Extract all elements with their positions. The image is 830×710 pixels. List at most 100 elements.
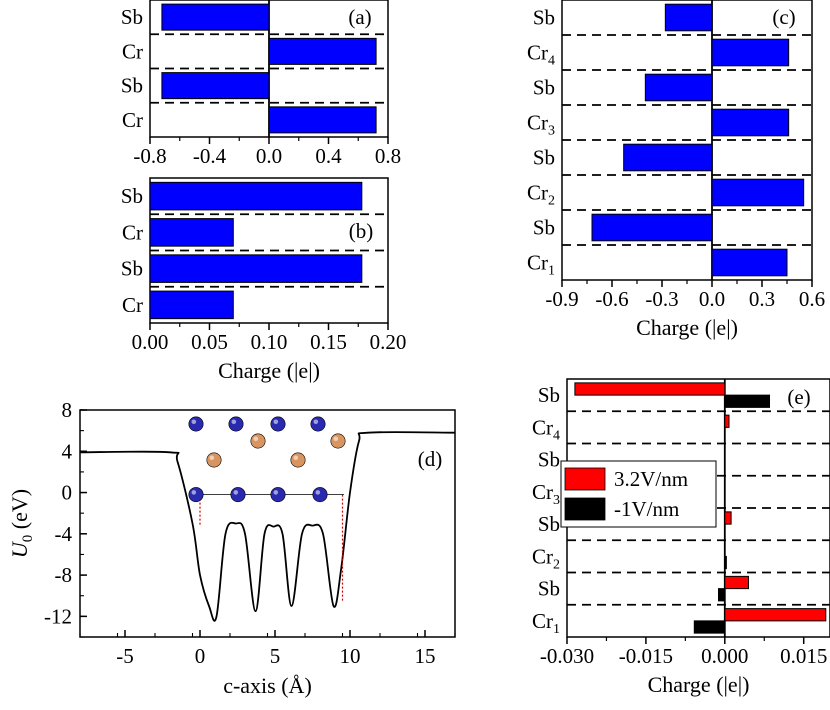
category-sub: 3 (548, 124, 555, 139)
x-tick-label: -0.4 (193, 144, 227, 168)
category-label: Cr4 (532, 415, 560, 443)
category-label: Cr2 (527, 181, 555, 209)
x-tick-label: 0.6 (799, 287, 825, 311)
category-label: Sb (538, 512, 560, 536)
legend: 3.2V/nm -1V/nm (560, 460, 717, 528)
cr-atom (312, 487, 328, 503)
x-tick-label: 0.8 (375, 144, 401, 168)
category-label: Sb (538, 577, 560, 601)
x-tick-label: -0.6 (595, 287, 628, 311)
sb-atom (250, 433, 266, 449)
y-label-sub: 0 (20, 535, 36, 543)
category-label: Cr (122, 39, 143, 63)
cr-atom (188, 487, 204, 503)
bar (591, 213, 713, 242)
category-main: Sb (533, 216, 555, 240)
plot-frame (79, 409, 456, 638)
x-tick-label: -0.8 (133, 144, 166, 168)
panel-label: (c) (772, 5, 795, 29)
x-tick-label: 0 (195, 644, 206, 668)
legend-label: -1V/nm (614, 497, 679, 521)
x-tick-label: 0.15 (310, 330, 347, 354)
x-tick-label: -5 (116, 644, 134, 668)
category-main: Cr (527, 251, 548, 275)
category-label: Sb (121, 5, 143, 29)
category-main: Cr (122, 108, 143, 132)
category-main: Cr (532, 609, 553, 633)
sb-atom (290, 452, 306, 468)
bar (149, 290, 234, 320)
bar (574, 382, 726, 396)
category-main: Sb (533, 146, 555, 170)
x-tick-label: 10 (340, 644, 361, 668)
category-main: Sb (121, 184, 143, 208)
bar (268, 106, 377, 134)
category-label: Sb (121, 74, 143, 98)
category-sub: 2 (548, 194, 555, 209)
y-label-unit: (eV) (7, 489, 32, 535)
category-main: Cr (122, 39, 143, 63)
atom-highlight (315, 490, 321, 495)
category-main: Sb (538, 512, 560, 536)
category-label: Cr2 (532, 544, 560, 572)
atom-highlight (333, 436, 339, 442)
category-sub: 1 (548, 264, 555, 279)
x-axis-label: Charge (|e|) (636, 315, 738, 340)
bar (664, 3, 713, 32)
panel-label: (a) (348, 5, 371, 29)
y-tick-label: -12 (44, 604, 72, 628)
y-tick-label: -4 (55, 522, 73, 546)
category-main: Sb (538, 577, 560, 601)
y-tick-label: 0 (62, 481, 73, 505)
x-tick-label: 0.015 (780, 644, 827, 668)
bar (161, 3, 270, 31)
x-tick-label: -0.015 (619, 644, 673, 668)
cr-atom (270, 416, 286, 432)
x-tick-label: 0.10 (251, 330, 288, 354)
legend-label: 3.2V/nm (614, 467, 688, 491)
x-tick-label: -0.3 (645, 287, 678, 311)
atom-highlight (313, 419, 319, 425)
category-main: Cr (532, 544, 553, 568)
sb-atom (330, 433, 346, 449)
category-main: Sb (121, 5, 143, 29)
potential-line (79, 431, 456, 622)
atom-highlight (293, 455, 299, 461)
category-label: Cr1 (532, 609, 560, 637)
bar (724, 555, 727, 570)
category-sub: 1 (553, 622, 560, 637)
x-tick-label: 0.00 (132, 330, 169, 354)
category-label: Sb (533, 6, 555, 30)
category-sub: 4 (548, 54, 555, 69)
x-axis-label: Charge (|e|) (648, 672, 750, 697)
panel-label: (b) (349, 219, 374, 243)
category-main: Cr (532, 480, 553, 504)
category-main: Cr (122, 220, 143, 244)
cr-atom (228, 416, 244, 432)
category-label: Sb (121, 257, 143, 281)
legend-swatch (564, 497, 606, 521)
bar (711, 178, 805, 207)
category-label: Sb (121, 184, 143, 208)
category-main: Sb (538, 383, 560, 407)
category-label: Sb (538, 448, 560, 472)
bar (724, 511, 732, 525)
bar (149, 254, 363, 283)
x-axis-label: Charge (|e|) (218, 358, 320, 383)
bar (724, 575, 749, 590)
bar (161, 72, 270, 100)
atom-highlight (273, 490, 279, 495)
bar (149, 218, 234, 247)
category-sub: 4 (553, 428, 560, 443)
category-label: Cr4 (527, 41, 555, 69)
y-tick-label: -8 (55, 563, 73, 587)
category-main: Sb (538, 448, 560, 472)
cr-atom (188, 416, 204, 432)
cr-atom (270, 487, 286, 503)
crystal-structure-inset (188, 416, 346, 503)
x-tick-label: -0.9 (545, 287, 578, 311)
bar (724, 394, 771, 408)
